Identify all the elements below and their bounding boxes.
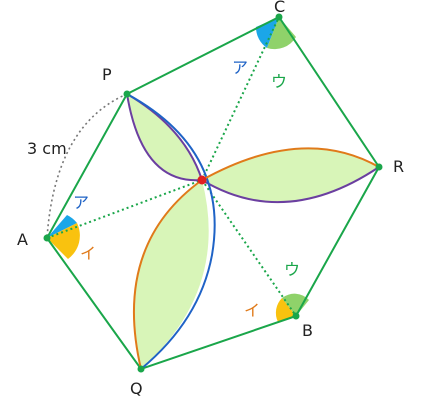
vertex-Q — [137, 365, 145, 373]
vertex-C — [275, 13, 283, 21]
vertex-P — [123, 90, 131, 98]
angle-i-at-A — [47, 223, 80, 259]
angle-label-a-at-A: ア — [73, 193, 89, 212]
label-A: A — [17, 230, 28, 249]
vertex-A — [43, 234, 51, 242]
arc-blue — [126, 93, 216, 370]
angle-u-at-C — [267, 17, 296, 50]
angle-label-a-at-C: ア — [232, 58, 248, 77]
angle-i-at-B — [275, 298, 296, 322]
leaf-lower — [133, 180, 209, 369]
center-point — [197, 175, 207, 185]
label-C: C — [274, 0, 285, 16]
dotted-line-center-C — [201, 16, 280, 181]
arc-purple — [126, 93, 380, 204]
angle-label-u-at-C: ウ — [271, 72, 287, 91]
angle-a-at-A — [47, 215, 77, 238]
vertex-B — [292, 312, 300, 320]
label-P: P — [102, 65, 112, 84]
leaf-right — [202, 148, 379, 203]
label-Q: Q — [130, 379, 143, 398]
arc-purple-upper — [126, 93, 203, 182]
angle-label-i-at-B: イ — [244, 301, 260, 320]
label-R: R — [393, 157, 404, 176]
length-label: 3 cm — [27, 139, 67, 158]
vertex-R — [375, 163, 383, 171]
angle-label-i-at-A: イ — [80, 244, 96, 263]
angle-u-at-B — [282, 293, 309, 316]
angle-label-u-at-B: ウ — [284, 260, 300, 279]
label-B: B — [302, 321, 313, 340]
leaf-upper — [127, 94, 202, 181]
